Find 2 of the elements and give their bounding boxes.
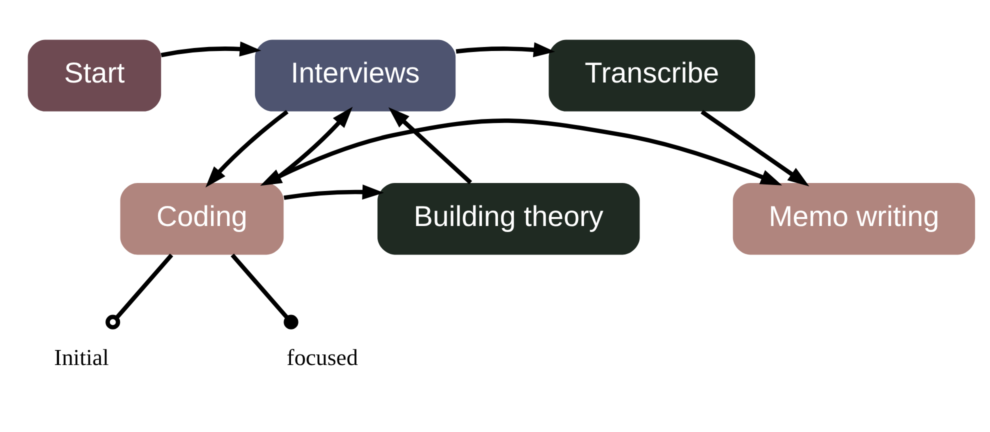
node-text: focused — [286, 344, 358, 370]
node-text: Initial — [54, 344, 109, 370]
